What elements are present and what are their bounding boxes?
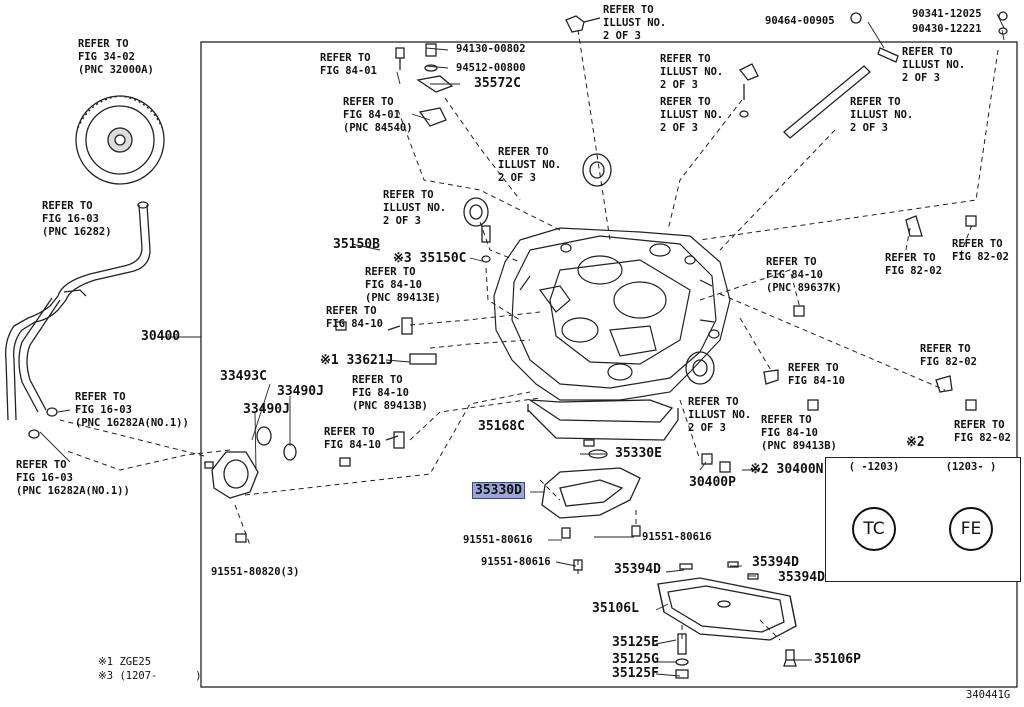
oil-strainer-drawing xyxy=(541,449,641,519)
ref-fig-84-01-a: REFER TO FIG 84-01 xyxy=(320,52,377,77)
ref-fig-84-10-a: REFER TO FIG 84-10 (PNC 89413E) xyxy=(365,266,441,304)
ref-illust-right: REFER TO ILLUST NO. 2 OF 3 xyxy=(902,46,966,84)
ref-fig-16-03-top: REFER TO FIG 16-03 (PNC 16282) xyxy=(42,200,112,238)
highlighted-part-35330D[interactable]: 35330D xyxy=(472,482,525,499)
part-35125F: 35125F xyxy=(612,666,659,681)
ref-fig-84-10-e: REFER TO FIG 84-10 (PNC 89637K) xyxy=(766,256,842,294)
oil-seal-mid xyxy=(463,197,489,227)
transaxle-case-drawing xyxy=(493,227,731,401)
part-35330E: 35330E xyxy=(615,446,662,461)
part-91551-80820: 91551-80820(3) xyxy=(211,566,300,578)
ref-fig-16-03-mid: REFER TO FIG 16-03 (PNC 16282A(NO.1)) xyxy=(75,391,189,429)
ref-fig-82-02-c: REFER TO FIG 82-02 xyxy=(920,343,977,368)
part-35125G: 35125G xyxy=(612,652,659,667)
part-35106P: 35106P xyxy=(814,652,861,667)
ref-fig-82-02-b: REFER TO FIG 82-02 xyxy=(952,238,1009,263)
figure-code: 340441G xyxy=(966,689,1011,701)
ref-fig-34-02: REFER TO FIG 34-02 (PNC 32000A) xyxy=(78,38,154,76)
part-90464-00905: 90464-00905 xyxy=(765,15,835,27)
cover-plate-drawing xyxy=(211,451,259,499)
part-30400N: ※2 30400N xyxy=(750,462,824,477)
ref-fig-84-10-c: REFER TO FIG 84-10 (PNC 89413B) xyxy=(352,374,428,412)
part-91551-80616-c: 91551-80616 xyxy=(481,556,551,568)
ref-fig-82-02-a: REFER TO FIG 82-02 xyxy=(885,252,942,277)
ref-illust-mid1: REFER TO ILLUST NO. 2 OF 3 xyxy=(660,96,724,134)
ref-illust-seal3: REFER TO ILLUST NO. 2 OF 3 xyxy=(688,396,752,434)
part-30400P: 30400P xyxy=(689,475,736,490)
ref-fig-82-02-d: REFER TO FIG 82-02 xyxy=(954,419,1011,444)
ref-illust-top: REFER TO ILLUST NO. 2 OF 3 xyxy=(603,4,667,42)
part-35150B: 35150B xyxy=(333,237,380,252)
part-35394D-b: 35394D xyxy=(752,555,799,570)
ref-illust-seal: REFER TO ILLUST NO. 2 OF 3 xyxy=(498,146,562,184)
torque-converter-drawing xyxy=(75,95,165,185)
drain-plug-drawing xyxy=(675,633,797,679)
part-35394D-c: 35394D xyxy=(778,570,825,585)
part-33621J: ※1 33621J xyxy=(320,353,394,368)
inset-col2-header: (1203- ) xyxy=(945,461,997,473)
inset-cap-variants: ( -1203) (1203- ) TC FE xyxy=(825,457,1021,582)
part-94512-00800: 94512-00800 xyxy=(456,62,526,74)
part-35125E: 35125E xyxy=(612,635,659,650)
part-35330D[interactable]: 35330D xyxy=(472,482,525,499)
part-33490J-b: 33490J xyxy=(243,402,290,417)
oil-seal-right xyxy=(685,351,715,385)
ref-illust-seal2: REFER TO ILLUST NO. 2 OF 3 xyxy=(383,189,447,227)
part-35106L: 35106L xyxy=(592,601,639,616)
inset-marker: ※2 xyxy=(906,435,925,450)
ref-fig-84-10-d: REFER TO FIG 84-10 xyxy=(324,426,381,451)
oil-pan-drawing xyxy=(657,577,797,641)
inset-cap-tc: TC xyxy=(852,507,896,551)
part-91551-80616-a: 91551-80616 xyxy=(463,534,533,546)
part-35150C: ※3 35150C xyxy=(393,251,467,266)
part-91551-80616-b: 91551-80616 xyxy=(642,531,712,543)
ref-fig-16-03-low: REFER TO FIG 16-03 (PNC 16282A(NO.1)) xyxy=(16,459,130,497)
inset-col1-header: ( -1203) xyxy=(848,461,900,473)
oil-seal-upper xyxy=(582,153,612,187)
ref-fig-84-10-f: REFER TO FIG 84-10 xyxy=(788,362,845,387)
part-30400: 30400 xyxy=(141,329,181,344)
ref-fig-84-10-b: REFER TO FIG 84-10 xyxy=(326,305,383,330)
fastener-drawings xyxy=(204,11,1008,580)
cooler-hose-drawing xyxy=(5,201,151,439)
part-35394D-a: 35394D xyxy=(614,562,661,577)
part-94130-00802: 94130-00802 xyxy=(456,43,526,55)
part-90341-12025: 90341-12025 xyxy=(912,8,982,20)
strainer-housing-drawing xyxy=(527,399,679,441)
footnote-3: ※3 (1207- ) xyxy=(98,670,202,682)
part-33490J-a: 33490J xyxy=(277,384,324,399)
ref-fig-84-01-b: REFER TO FIG 84-01 (PNC 84540) xyxy=(343,96,413,134)
footnote-1: ※1 ZGE25 xyxy=(98,656,152,668)
ref-illust-hose1: REFER TO ILLUST NO. 2 OF 3 xyxy=(660,53,724,91)
inset-cap-fe: FE xyxy=(949,507,993,551)
part-90430-12221: 90430-12221 xyxy=(912,23,982,35)
ref-fig-84-10-g: REFER TO FIG 84-10 (PNC 89413B) xyxy=(761,414,837,452)
part-35168C: 35168C xyxy=(478,419,525,434)
part-35572C: 35572C xyxy=(474,76,521,91)
ref-illust-tube: REFER TO ILLUST NO. 2 OF 3 xyxy=(850,96,914,134)
assembly-frame xyxy=(200,41,1018,688)
part-33493C: 33493C xyxy=(220,369,267,384)
